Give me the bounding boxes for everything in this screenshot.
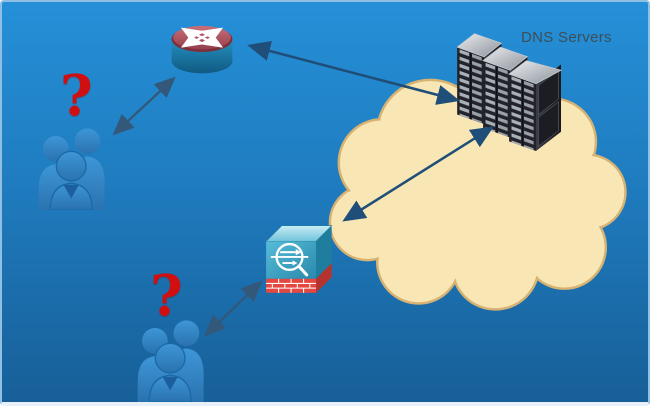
user-group-icon — [38, 127, 106, 210]
question-mark: ? — [60, 63, 93, 129]
router-icon — [171, 25, 233, 74]
inspection-lens-icon — [270, 242, 309, 277]
arrow-router-dns-servers — [247, 40, 461, 105]
server-rack-icon — [457, 33, 563, 151]
asa-firewall-icon — [265, 225, 333, 293]
user-group-icon — [137, 319, 205, 402]
dns-servers-label: DNS Servers — [521, 29, 612, 46]
arrow-users-top-router — [112, 76, 176, 136]
question-mark: ? — [150, 263, 183, 329]
